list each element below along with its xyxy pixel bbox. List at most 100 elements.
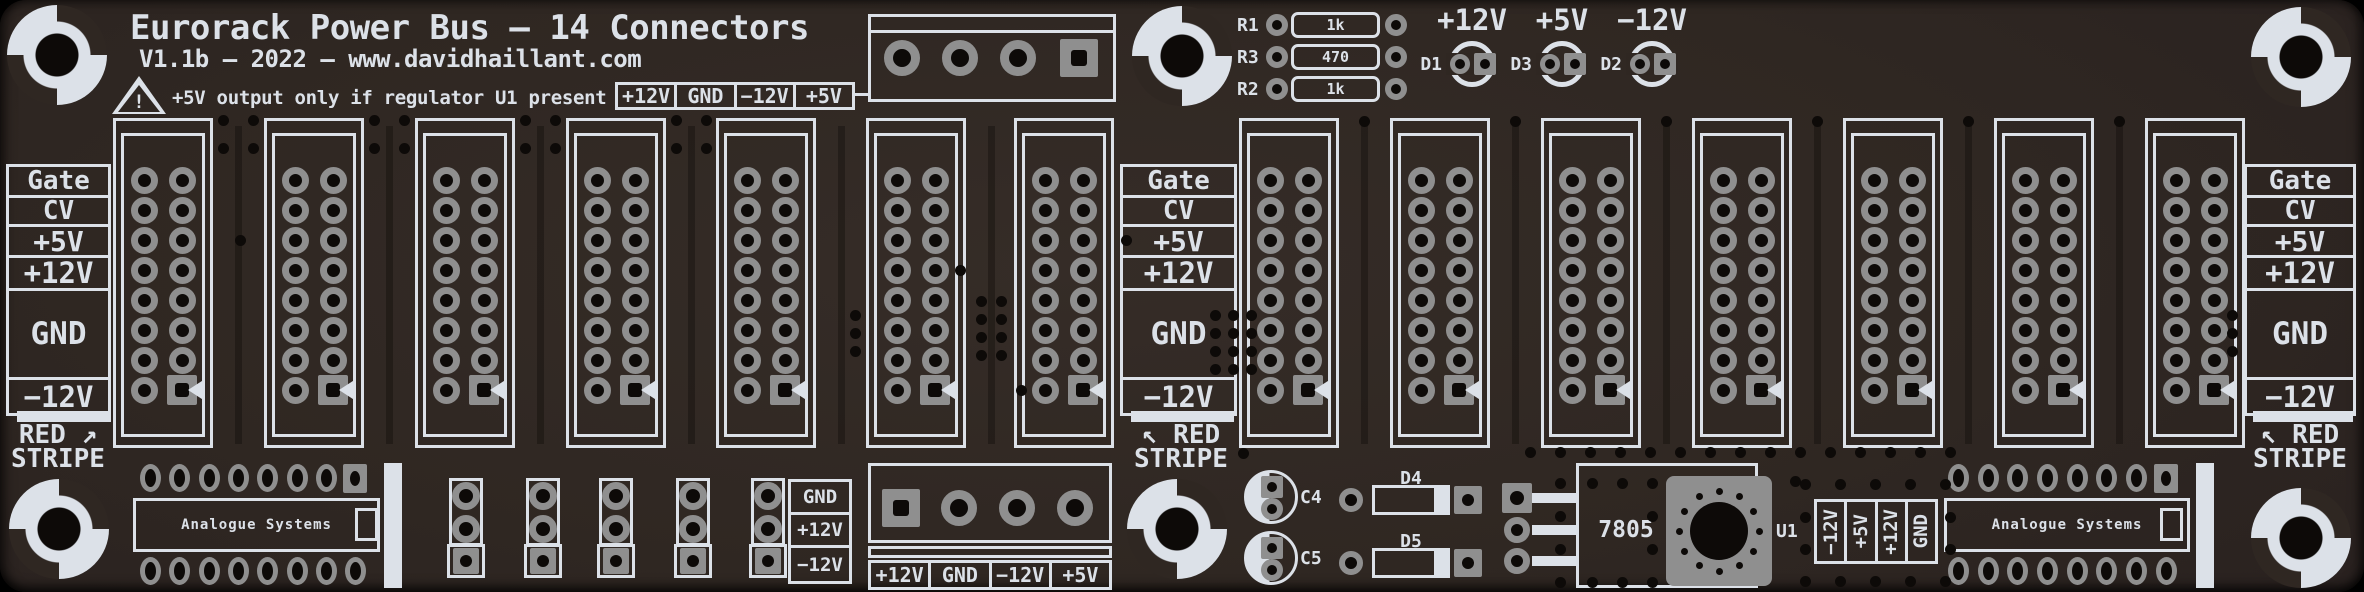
via <box>1945 512 1956 523</box>
via <box>248 143 259 154</box>
red-stripe-label: RED ↗ <box>18 420 98 450</box>
pad-hole <box>762 555 774 567</box>
via <box>1680 547 1688 555</box>
pad-round <box>168 256 196 284</box>
pad-round <box>319 226 347 254</box>
via <box>1525 447 1536 458</box>
pad-round <box>2049 196 2077 224</box>
pad-round <box>583 196 611 224</box>
pad-round <box>130 376 158 404</box>
bus-label-row: +5V <box>9 225 108 258</box>
pad-round <box>733 286 761 314</box>
pad-hole <box>1462 557 1474 569</box>
pad-round <box>319 316 347 344</box>
pad-round <box>1069 166 1097 194</box>
via <box>1812 116 1823 127</box>
pad-hole <box>477 383 491 397</box>
regulator-hole <box>1690 502 1748 560</box>
via <box>218 115 229 126</box>
pad-round <box>1294 196 1322 224</box>
pad-round <box>1898 286 1926 314</box>
power-rail-cell: GND <box>931 563 992 587</box>
pad-round <box>602 515 630 543</box>
pad-round <box>1450 54 1470 74</box>
bus-label-row: GND <box>1123 291 1234 380</box>
bus-label-row: CV <box>2247 196 2353 227</box>
board-subtitle: V1.1b — 2022 — www.davidhaillant.com <box>139 45 642 73</box>
silk-trace <box>1532 493 1576 503</box>
pad-round <box>1031 256 1059 284</box>
via <box>1228 310 1239 321</box>
via <box>1617 577 1628 588</box>
via <box>1695 562 1703 570</box>
silk-trace <box>1532 556 1576 566</box>
pad-round <box>1898 226 1926 254</box>
pad-round <box>883 226 911 254</box>
pad-round <box>679 515 707 543</box>
pad-round <box>771 346 799 374</box>
pad-round <box>432 286 460 314</box>
pad-oval <box>2007 464 2028 492</box>
via <box>1680 507 1688 515</box>
pad-round <box>432 226 460 254</box>
red-stripe-label: STRIPE <box>11 444 105 474</box>
pad-round <box>1407 226 1435 254</box>
pad-round <box>1445 226 1473 254</box>
pad-round <box>470 346 498 374</box>
pad-oval <box>199 464 220 492</box>
red-stripe-bar <box>1131 411 1234 422</box>
pad-round <box>168 286 196 314</box>
pad-round <box>1747 196 1775 224</box>
pad-oval <box>140 464 161 492</box>
pin-header-sq-outline <box>597 544 635 578</box>
pad-round <box>2200 196 2228 224</box>
pad-round <box>1596 256 1624 284</box>
via <box>1963 116 1974 127</box>
pad-round <box>1385 14 1407 36</box>
resistor-ref: R1 <box>1237 14 1259 36</box>
pad-round <box>2200 256 2228 284</box>
pad-round <box>583 166 611 194</box>
via <box>996 296 1007 307</box>
via <box>1715 567 1723 575</box>
trace <box>1512 126 1519 444</box>
pad-round <box>1256 346 1284 374</box>
red-stripe-label: STRIPE <box>1134 444 1228 474</box>
via <box>1210 346 1221 357</box>
diode-ref: D5 <box>1400 530 1422 552</box>
pad-round <box>621 316 649 344</box>
via <box>1587 577 1598 588</box>
mounting-hole <box>7 5 107 105</box>
pad-round <box>1407 166 1435 194</box>
pad-oval <box>199 557 220 585</box>
idc-connector-inner <box>423 133 507 437</box>
pad-hole <box>2207 383 2221 397</box>
pad-oval <box>257 464 278 492</box>
pad-round <box>1266 78 1288 100</box>
diode-body <box>1372 548 1450 578</box>
regulator-value: 7805 <box>1598 517 1654 543</box>
pad-round <box>1031 376 1059 404</box>
via <box>248 115 259 126</box>
output-power-cell: +12V <box>1878 502 1908 561</box>
idc-connector-inner <box>1549 133 1633 437</box>
via <box>1246 346 1257 357</box>
pad-round <box>319 346 347 374</box>
capacitor-ref: C4 <box>1300 486 1322 508</box>
via <box>850 310 861 321</box>
pad-round <box>130 226 158 254</box>
pad-round <box>921 166 949 194</box>
pad-round <box>733 166 761 194</box>
idc-connector <box>566 118 666 448</box>
pad-round <box>1031 196 1059 224</box>
as-connector <box>133 498 380 552</box>
power-rail-cell: +12V <box>871 563 932 587</box>
pad-round <box>884 40 920 76</box>
pad-round <box>921 346 949 374</box>
pad-round <box>621 196 649 224</box>
pad-round <box>771 286 799 314</box>
red-stripe-bar <box>17 411 111 422</box>
trace <box>235 126 242 444</box>
pad-round <box>1256 286 1284 314</box>
pad-hole <box>1452 383 1466 397</box>
